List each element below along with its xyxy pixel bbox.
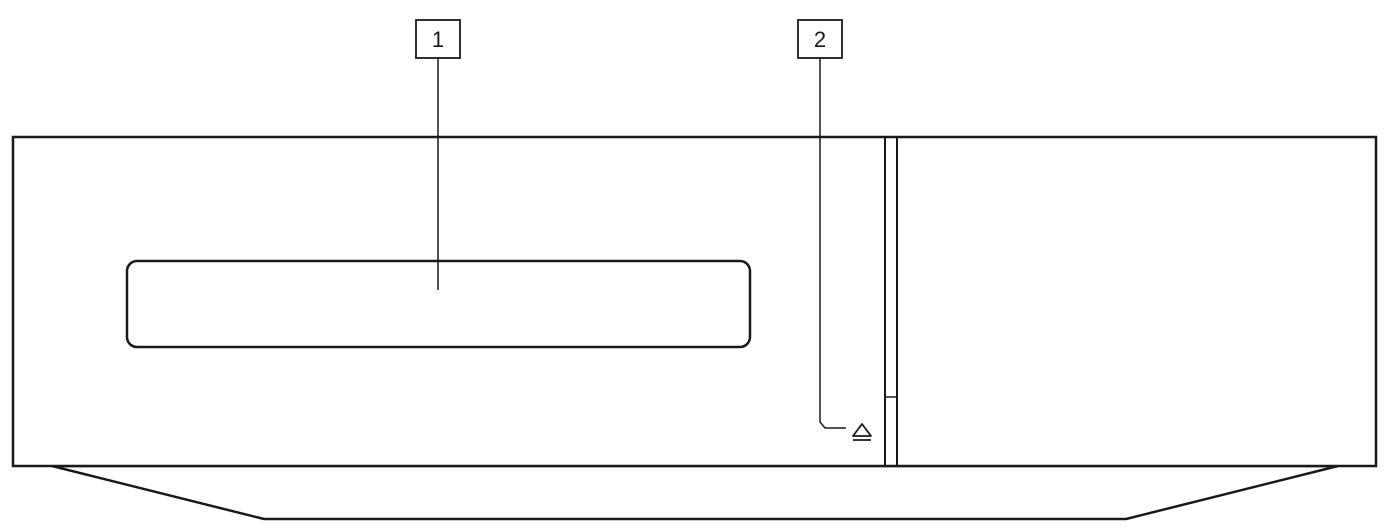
callout-1: 1 [415, 19, 461, 290]
callout-1-box [415, 19, 461, 59]
device-chassis [11, 135, 1378, 468]
callout-2-leader [819, 58, 846, 429]
device-base [50, 464, 1340, 521]
callout-1-label: 1 [432, 27, 444, 52]
callout-2: 2 [797, 19, 846, 429]
callout-2-label: 2 [814, 27, 826, 52]
eject-icon[interactable] [852, 423, 872, 441]
